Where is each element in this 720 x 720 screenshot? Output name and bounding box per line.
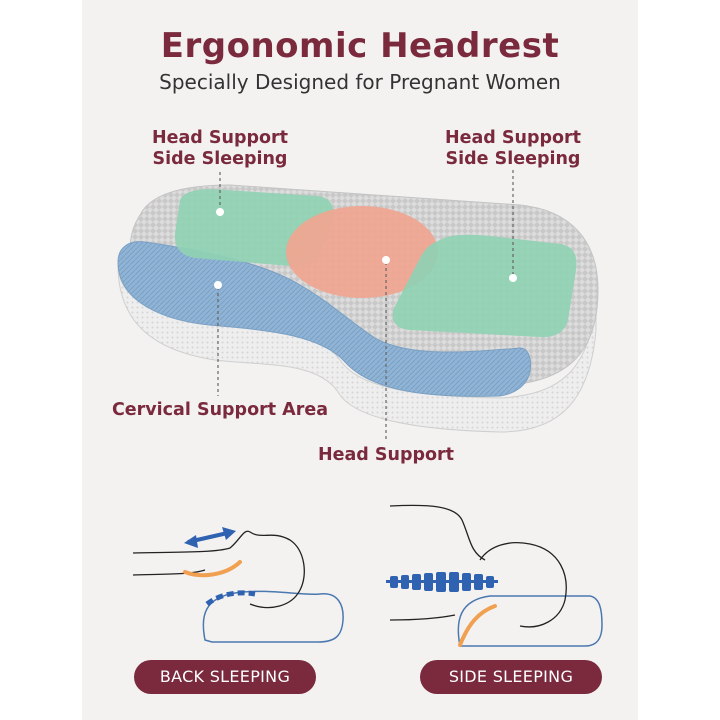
label-head-support: Head Support <box>317 445 455 465</box>
callout-dot-head <box>382 256 390 264</box>
side-sleeping-diagram <box>386 504 603 647</box>
side-neck-highlight <box>458 604 497 647</box>
arrow-left-icon <box>184 535 198 548</box>
side-body-line <box>389 614 456 621</box>
head-support-zone <box>286 206 438 298</box>
callout-dot-right-top <box>509 274 517 282</box>
back-neck-line <box>132 569 206 576</box>
spine-vertebrae-icon <box>386 572 498 592</box>
label-left-top: Head Support Side Sleeping <box>138 128 302 170</box>
side-shoulder-line <box>389 504 486 561</box>
cervical-support-zone <box>117 241 531 397</box>
label-left-top-line2: Side Sleeping <box>152 149 288 169</box>
label-right-top: Head Support Side Sleeping <box>430 128 596 170</box>
back-pillow-outline <box>202 590 344 643</box>
page-subtitle: Specially Designed for Pregnant Women <box>159 70 561 94</box>
side-pillow-outline <box>457 595 603 647</box>
back-head-outline <box>132 530 305 609</box>
label-left-top-line1: Head Support <box>151 128 289 148</box>
back-spine-support <box>205 590 256 607</box>
back-neck-highlight <box>183 560 242 578</box>
callout-dot-left-top <box>216 208 224 216</box>
callout-dot-cervical <box>214 281 222 289</box>
page-title: Ergonomic Headrest <box>160 26 560 66</box>
label-right-top-line2: Side Sleeping <box>445 149 581 169</box>
label-cervical-support: Cervical Support Area <box>111 400 329 420</box>
right-side-sleeping-zone <box>392 234 577 338</box>
back-sleeping-badge: BACK SLEEPING <box>134 660 316 694</box>
side-sleeping-badge: SIDE SLEEPING <box>420 660 602 694</box>
arrow-right-icon <box>222 527 236 540</box>
side-head-outline <box>479 542 567 628</box>
label-right-top-line1: Head Support <box>444 128 582 148</box>
back-sleeping-diagram <box>132 527 344 643</box>
